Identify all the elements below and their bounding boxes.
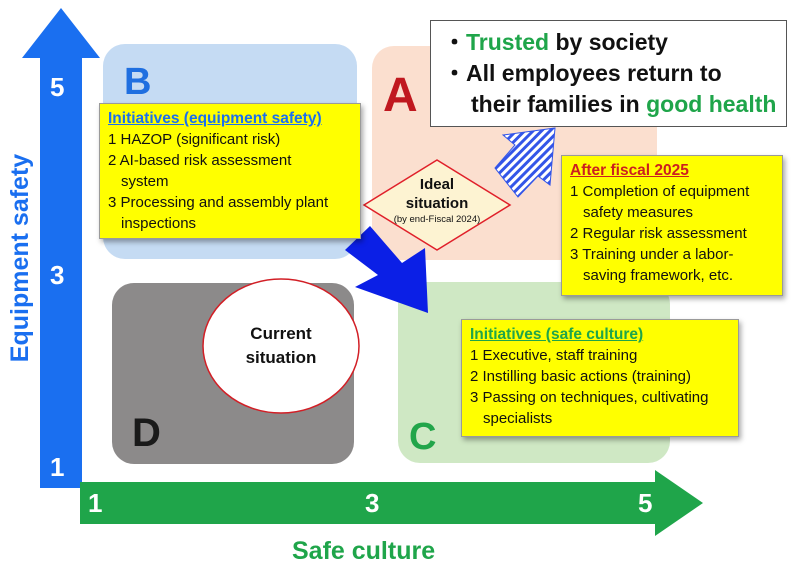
goals-box: ・Trusted by society ・All employees retur… [430,20,787,127]
list-item: 2 Instilling basic actions (training) [470,368,691,385]
culture-initiatives-box: Initiatives (safe culture) 1 Executive, … [461,319,739,437]
y-tick-1: 1 [50,452,65,482]
x-tick-5: 5 [638,488,653,518]
list-item: 3 Processing and assembly plant inspecti… [108,194,329,232]
list-item: 1 Executive, staff training [470,347,638,364]
culture-initiatives-list: 1 Executive, staff training 2 Instilling… [470,345,730,429]
ideal-diamond [362,159,512,251]
y-axis-arrow [22,8,100,488]
ideal-line-1: Ideal [419,176,455,193]
x-axis-arrow [80,470,703,536]
after-fiscal-list: 1 Completion of equipment safety measure… [570,181,774,286]
ideal-note: (by end-Fiscal 2024) [393,214,481,225]
quadrant-letter-c: C [409,416,437,458]
goal-highlight-trusted: Trusted [466,29,550,55]
y-axis-label: Equipment safety [6,153,34,363]
culture-initiatives-title: Initiatives (safe culture) [470,326,644,343]
x-tick-1: 1 [88,488,103,518]
goal-line-3: their families in good health [443,89,776,120]
list-item: 3 Passing on techniques, cultivating spe… [470,389,709,427]
current-situation-label: Current situation [213,322,349,370]
goal-line-1-rest: by society [549,29,668,55]
goal-highlight-health: good health [646,91,777,117]
bullet-mark: ・ [443,60,466,86]
goal-line-3-prefix: their families in [471,91,647,117]
bullet-mark: ・ [443,29,466,55]
after-fiscal-title: After fiscal 2025 [570,162,689,179]
quadrant-letter-b: B [124,61,152,103]
y-tick-3: 3 [50,260,65,290]
x-axis-label: Safe culture [292,537,436,565]
x-tick-3: 3 [365,488,380,518]
list-item: 2 AI-based risk assessment system [108,152,292,190]
list-item: 2 Regular risk assessment [570,225,747,242]
goal-line-2: ・All employees return to [443,58,776,89]
ideal-line-2: situation [405,195,469,212]
quadrant-letter-a: A [383,69,418,122]
y-tick-5: 5 [50,72,65,102]
ideal-situation-label: Ideal situation (by end-Fiscal 2024) [380,175,494,227]
list-item: 1 HAZOP (significant risk) [108,131,281,148]
equipment-initiatives-list: 1 HAZOP (significant risk) 2 AI-based ri… [108,129,352,234]
quadrant-letter-d: D [132,411,161,455]
progress-arrow [345,226,428,313]
equipment-initiatives-box: Initiatives (equipment safety) 1 HAZOP (… [99,103,361,239]
list-item: 1 Completion of equipment safety measure… [570,183,750,221]
after-fiscal-box: After fiscal 2025 1 Completion of equipm… [561,155,783,296]
current-line-2: situation [245,348,317,367]
equipment-initiatives-title: Initiatives (equipment safety) [108,110,322,127]
current-line-1: Current [250,324,312,343]
goal-line-1: ・Trusted by society [443,27,776,58]
current-ellipse [202,278,360,414]
list-item: 3 Training under a labor-saving framewor… [570,246,734,284]
future-arrow [494,127,556,198]
goal-line-2-text: All employees return to [466,60,722,86]
